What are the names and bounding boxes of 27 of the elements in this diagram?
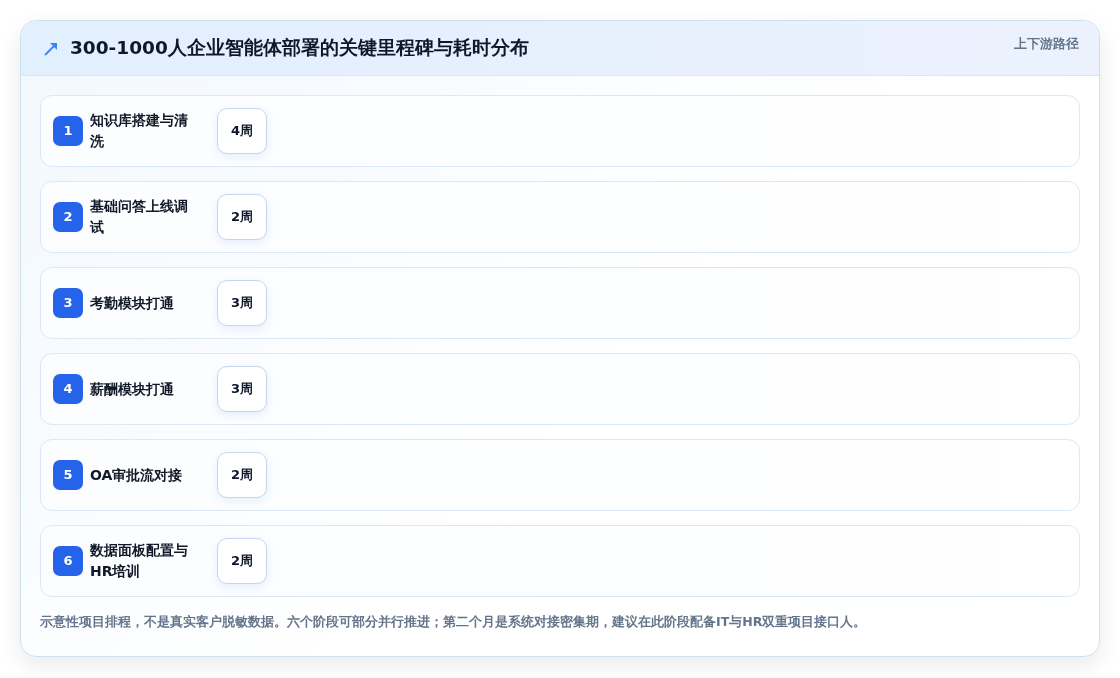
duration-chip: 2周 xyxy=(217,538,267,584)
duration-chip: 3周 xyxy=(217,366,267,412)
milestone-card xyxy=(40,525,1080,597)
milestone-card xyxy=(40,267,1080,339)
milestone-card xyxy=(40,353,1080,425)
duration-chip: 2周 xyxy=(217,194,267,240)
milestone-card xyxy=(40,181,1080,253)
duration-chip: 4周 xyxy=(217,108,267,154)
step-number-badge: 2 xyxy=(53,202,83,232)
step-number-badge: 3 xyxy=(53,288,83,318)
milestone-title: 知识库搭建与清洗 xyxy=(90,111,189,151)
milestone-title: 数据面板配置与HR培训 xyxy=(90,541,189,581)
footnote: 示意性项目排程，不是真实客户脱敏数据。六个阶段可部分并行推进；第二个月是系统对接密集期，建议在此阶段配备IT与HR双重项目接口人。 xyxy=(40,613,867,631)
header-note: 上下游路径 xyxy=(1014,35,1079,53)
milestone-title: OA审批流对接 xyxy=(90,465,183,485)
milestone-title: 薪酬模块打通 xyxy=(90,379,174,399)
step-number-badge: 4 xyxy=(53,374,83,404)
duration-chip: 2周 xyxy=(217,452,267,498)
milestone-title: 考勤模块打通 xyxy=(90,293,174,313)
milestone-card xyxy=(40,95,1080,167)
step-number-badge: 6 xyxy=(53,546,83,576)
milestone-card xyxy=(40,439,1080,511)
milestone-title: 基础问答上线调试 xyxy=(90,197,189,237)
diagram-title: 300-1000人企业智能体部署的关键里程碑与耗时分布 xyxy=(70,36,529,60)
step-number-badge: 5 xyxy=(53,460,83,490)
duration-chip: 3周 xyxy=(217,280,267,326)
step-number-badge: 1 xyxy=(53,116,83,146)
